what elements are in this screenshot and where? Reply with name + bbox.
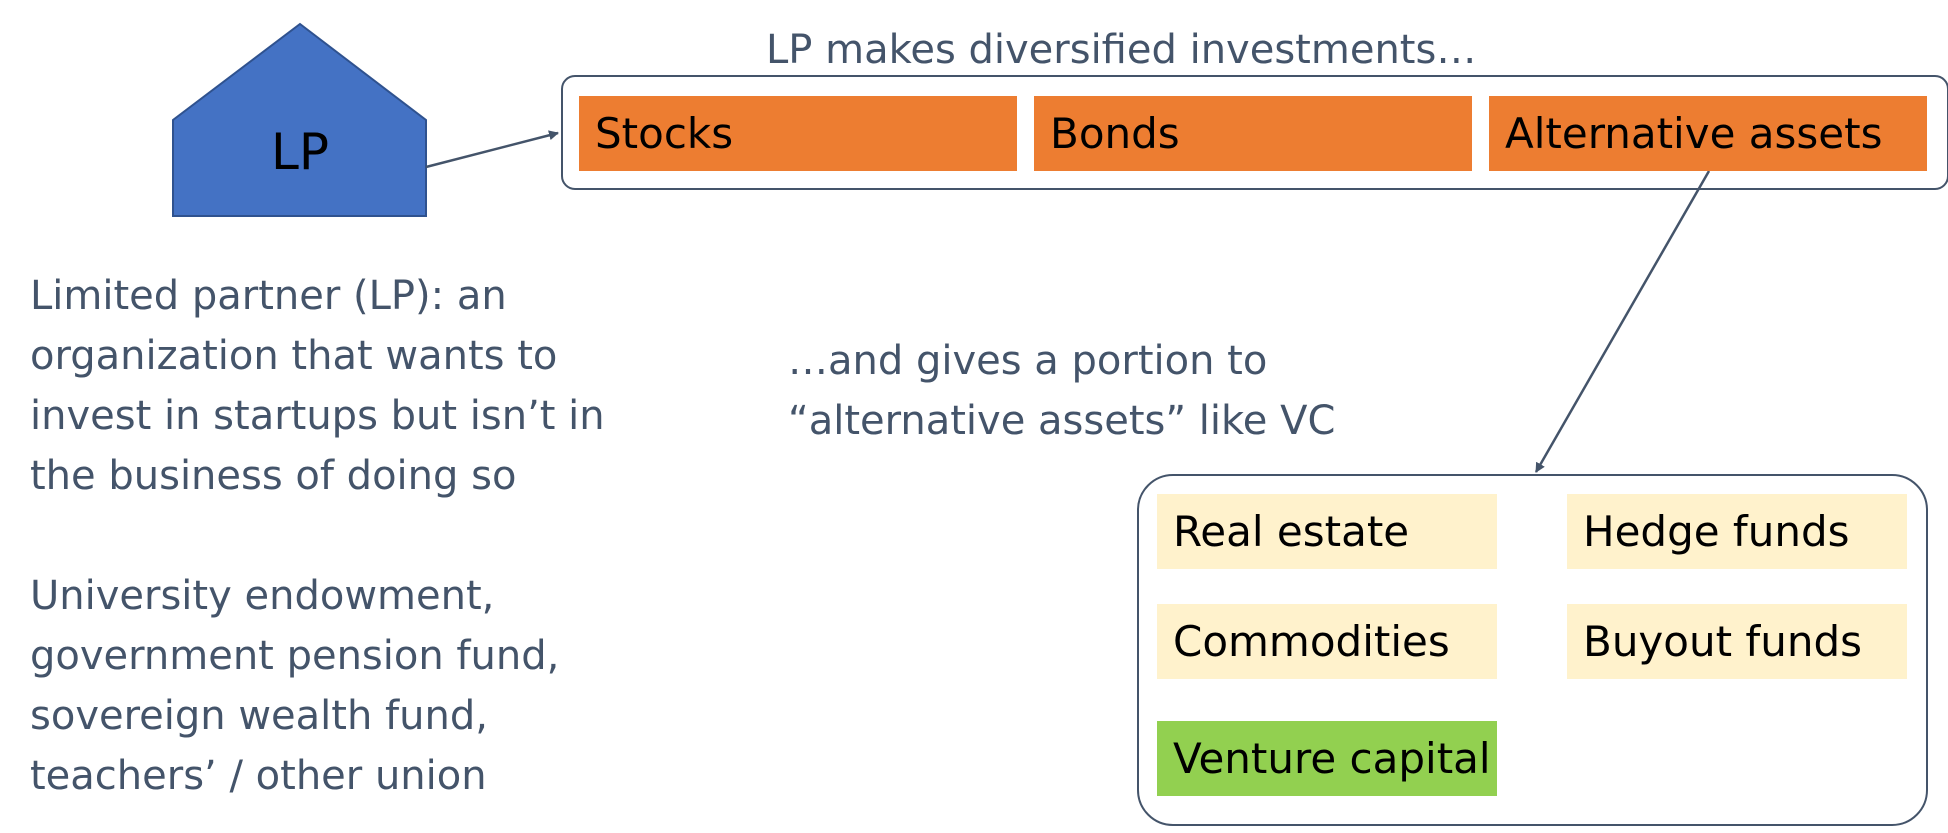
alternative-assets-group [1137, 474, 1928, 826]
lp-examples-line: teachers’ / other union [30, 753, 487, 799]
asset-class-alternative-assets: Alternative assets [1489, 96, 1927, 171]
alt-asset-real-estate: Real estate [1157, 494, 1497, 569]
lp-to-investments-arrow [425, 130, 559, 169]
lp-examples-line: sovereign wealth fund, [30, 693, 488, 739]
alt-asset-buyout-funds: Buyout funds [1567, 604, 1907, 679]
lp-definition-line: organization that wants to [30, 333, 558, 379]
alternatives-note: …and gives a portion to “alternative ass… [788, 331, 1335, 451]
alt-asset-venture-capital: Venture capital [1157, 721, 1497, 796]
alternatives-to-options-arrow [1534, 170, 1711, 473]
asset-class-bonds: Bonds [1034, 96, 1472, 171]
alt-asset-hedge-funds: Hedge funds [1567, 494, 1907, 569]
alternatives-note-line: …and gives a portion to [788, 338, 1268, 384]
alt-asset-commodities: Commodities [1157, 604, 1497, 679]
lp-examples-line: University endowment, [30, 573, 495, 619]
top-heading: LP makes diversified investments… [766, 27, 1477, 73]
lp-definition-line: the business of doing so [30, 453, 517, 499]
alternatives-note-line: “alternative assets” like VC [788, 398, 1336, 444]
lp-examples: University endowment, government pension… [30, 566, 559, 806]
lp-node-label: LP [270, 123, 329, 181]
asset-class-stocks: Stocks [579, 96, 1017, 171]
lp-definition-line: Limited partner (LP): an [30, 273, 507, 319]
lp-examples-line: government pension fund, [30, 633, 560, 679]
lp-definition: Limited partner (LP): an organization th… [30, 266, 605, 506]
lp-definition-line: invest in startups but isn’t in [30, 393, 605, 439]
